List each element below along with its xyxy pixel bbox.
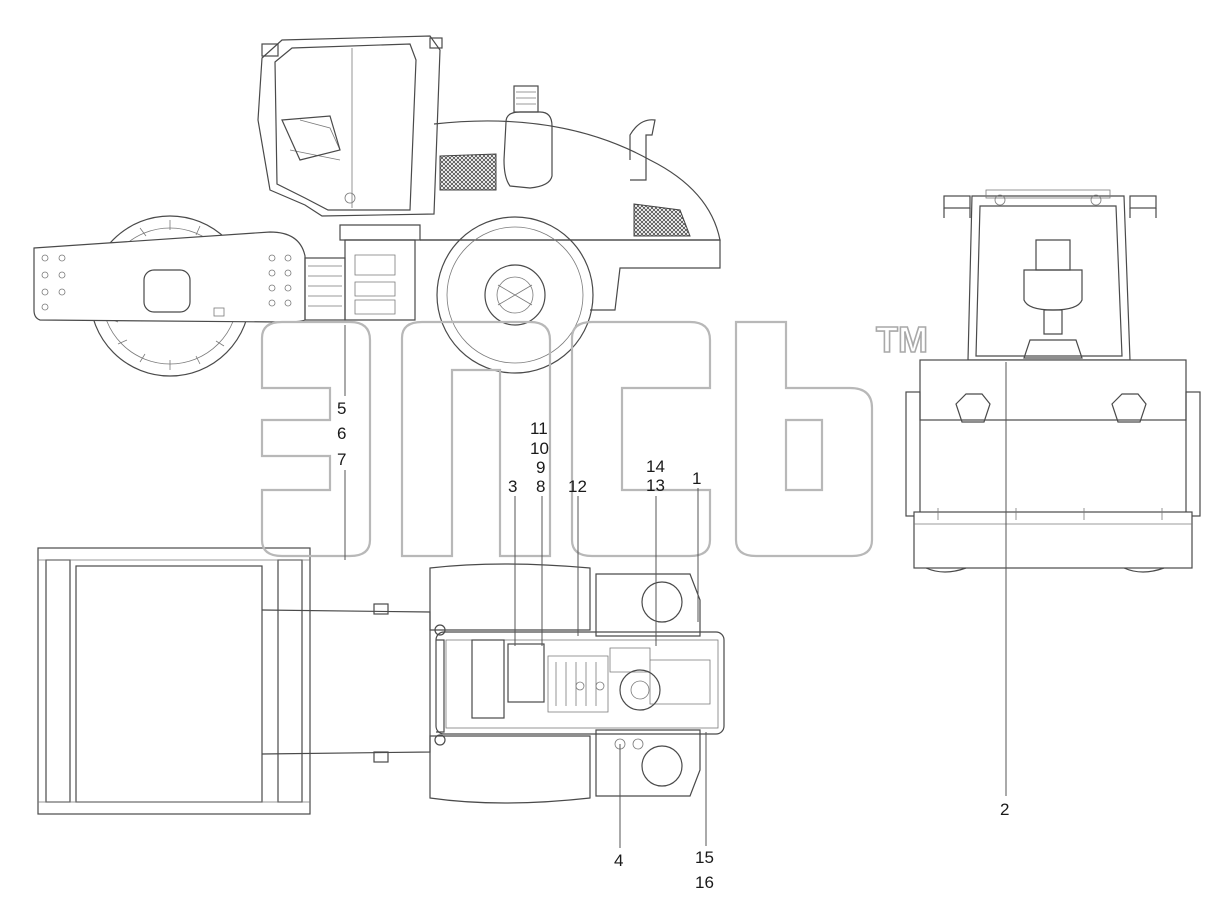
callout-7: 7 bbox=[337, 450, 346, 469]
callout-6: 6 bbox=[337, 424, 346, 443]
callout-12: 12 bbox=[568, 477, 587, 496]
callout-labels: 5 6 7 11 10 9 8 3 12 14 13 1 2 4 15 16 bbox=[337, 399, 1009, 892]
callout-16: 16 bbox=[695, 873, 714, 892]
callout-5: 5 bbox=[337, 399, 346, 418]
callout-1: 1 bbox=[692, 469, 701, 488]
callout-8: 8 bbox=[536, 477, 545, 496]
callout-11: 11 bbox=[530, 419, 548, 438]
callout-3: 3 bbox=[508, 477, 517, 496]
top-view bbox=[37, 547, 725, 815]
callout-10: 10 bbox=[530, 439, 549, 458]
callout-9: 9 bbox=[536, 458, 545, 477]
trademark-label: TM bbox=[876, 319, 928, 360]
watermark-logo: TM bbox=[260, 318, 929, 558]
side-view bbox=[33, 35, 721, 377]
callout-4: 4 bbox=[614, 851, 623, 870]
callout-14: 14 bbox=[646, 457, 665, 476]
callout-13: 13 bbox=[646, 476, 665, 495]
front-view bbox=[905, 189, 1201, 573]
callout-2: 2 bbox=[1000, 800, 1009, 819]
leader-lines bbox=[344, 325, 1007, 848]
callout-15: 15 bbox=[695, 848, 714, 867]
